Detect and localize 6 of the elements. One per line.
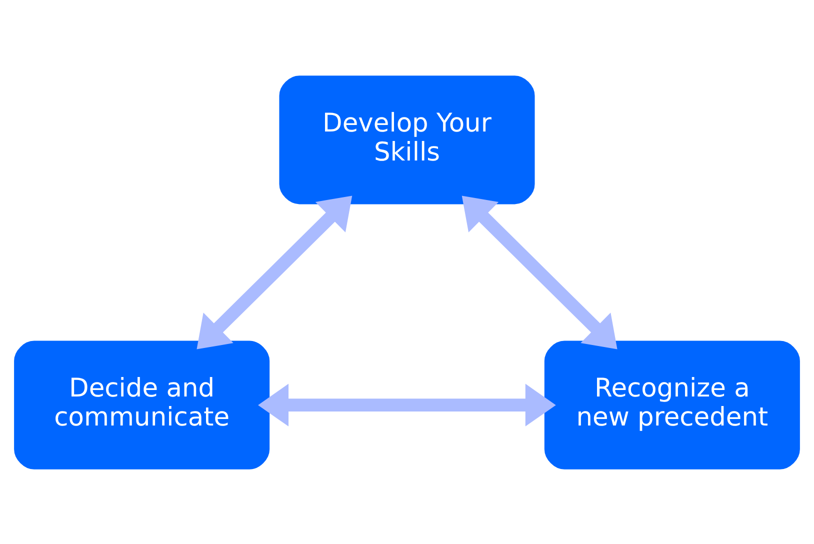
arrow [462,195,618,349]
node-box: Decide and communicate [14,340,270,469]
node-box: Develop Your Skills [279,75,535,204]
node-box: Recognize a new precedent [544,340,800,469]
arrow [258,383,556,426]
arrow [196,195,352,349]
